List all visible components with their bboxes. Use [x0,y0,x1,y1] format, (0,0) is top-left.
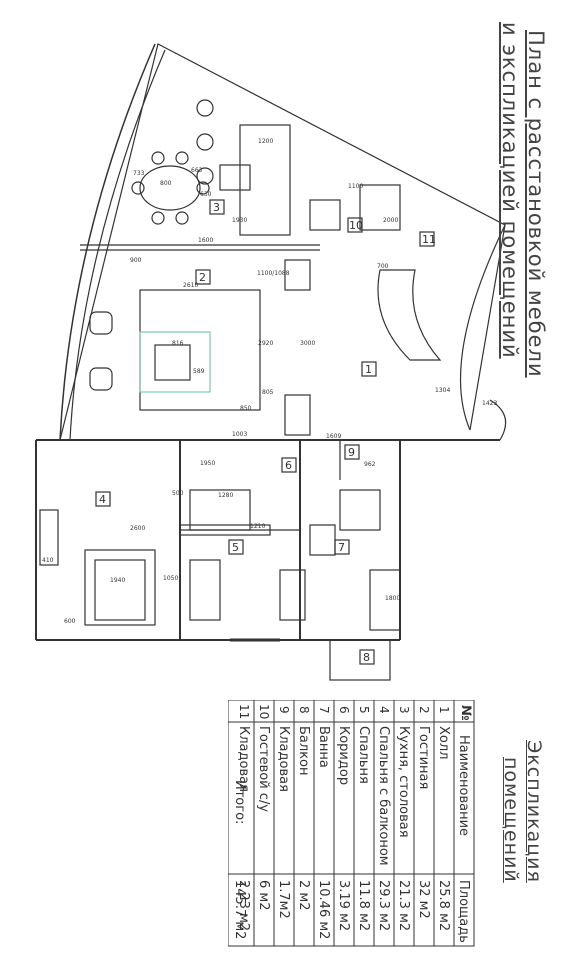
dimension-label: 410 [42,557,54,564]
table-header-area: Площадь [456,880,471,943]
row-name: Спальня [356,726,371,784]
dimension-label: 1600 [198,237,213,244]
dimension-label: 1609 [326,433,341,440]
row-num: 5 [357,706,371,714]
dimension-label: 1950 [200,460,215,467]
row-name: Кухня, столовая [396,726,411,838]
row-area: 6 м2 [256,880,271,911]
dimension-label: 1050 [163,575,178,582]
dimension-label: 1210 [250,523,265,530]
dimension-label: 1100 [348,183,363,190]
dimension-label: 500 [172,490,184,497]
dining-table [139,165,201,211]
dimension-label: 1280 [218,492,233,499]
row-name: Балкон [296,726,311,776]
outer-wall-north [59,43,506,441]
room-label: 1 [365,363,372,376]
row-name: Коридор [336,726,351,786]
outer-wall-east-curve [459,224,506,431]
row-area: 2 м2 [296,880,311,911]
row-num: 8 [297,706,311,714]
explication-title-line1: Экспликация [523,740,545,883]
dimension-label: 1003 [232,431,247,438]
dimension-label: 589 [193,368,205,375]
row-num: 1 [437,706,451,714]
dimension-label: 1100/1088 [257,270,290,277]
room-label: 5 [232,541,239,554]
row-num: 9 [277,706,291,714]
dimension-label: 850 [240,405,252,412]
explication-table [228,700,475,947]
row-num: 6 [337,706,351,714]
row-area: 25.8 м2 [436,880,451,932]
dimension-label: 2920 [258,340,273,347]
room-label: 4 [99,493,106,506]
dimension-label: 1200 [258,138,273,145]
row-name: Гостиная [416,726,431,790]
room-label: 9 [348,446,355,459]
table-header-name: Наименование [456,735,471,837]
dimension-label: 733 [133,170,145,177]
row-name: Спальня с балконом [376,726,391,866]
row-name: Холл [436,726,451,760]
dimension-label: 805 [262,389,274,396]
row-area: 21.3 м2 [396,880,411,932]
room-label: 8 [363,651,370,664]
dimension-label: 2000 [383,217,398,224]
row-area: 3.19 м2 [336,880,351,932]
kitchen-island [219,164,251,191]
dimension-label: 700 [377,263,389,270]
row-num: 3 [397,706,411,714]
dimension-label: 2600 [130,525,145,532]
dimension-label: 962 [364,461,376,468]
room-label: 6 [285,459,292,472]
row-num: 4 [377,706,391,714]
dimension-label: 600 [64,618,76,625]
dimension-label: 800 [160,180,172,187]
room-label: 10 [349,219,363,232]
dimension-label: 1940 [110,577,125,584]
bed [84,549,156,626]
dimension-label: 663 [191,167,203,174]
dimension-label: 3000 [300,340,315,347]
dimension-label: 2610 [183,282,198,289]
row-area: 32 м2 [416,880,431,919]
dimension-label: 816 [172,340,184,347]
row-area: 11.8 м2 [356,880,371,932]
dimension-label: 1423 [482,400,497,407]
row-area: 29.3 м2 [376,880,391,932]
total-area: 145.7 м2 [232,880,247,940]
row-name: Гостевой с/у [256,726,271,813]
room-label: 2 [199,271,206,284]
row-num: 7 [317,706,331,714]
row-name: Ванна [316,726,331,768]
row-num: 11 [237,704,251,720]
explication-title-line2: помещений [500,757,522,883]
dimension-label: 1304 [435,387,450,394]
dimension-label: 630 [200,191,212,198]
total-label: Итого: [232,780,247,825]
room-label: 3 [213,201,220,214]
table-header-num: № [458,705,473,721]
outer-arc [59,43,156,441]
outer-arc-inner [69,49,166,441]
row-num: 2 [417,706,431,714]
row-name: Кладовая [276,726,291,792]
row-area: 1.7м2 [276,880,291,919]
plan-title-line2: и экспликацией помещений [498,22,522,359]
rug [139,331,211,393]
dimension-label: 1930 [232,217,247,224]
dimension-label: 1800 [385,595,400,602]
row-area: 10.46 м2 [316,880,331,940]
plan-title-line1: План с расстановкой мебели [524,30,548,378]
kitchen-counter [239,124,291,236]
room-label: 11 [422,233,436,246]
row-num: 10 [257,704,271,720]
room-label: 7 [338,541,345,554]
dimension-label: 900 [130,257,142,264]
